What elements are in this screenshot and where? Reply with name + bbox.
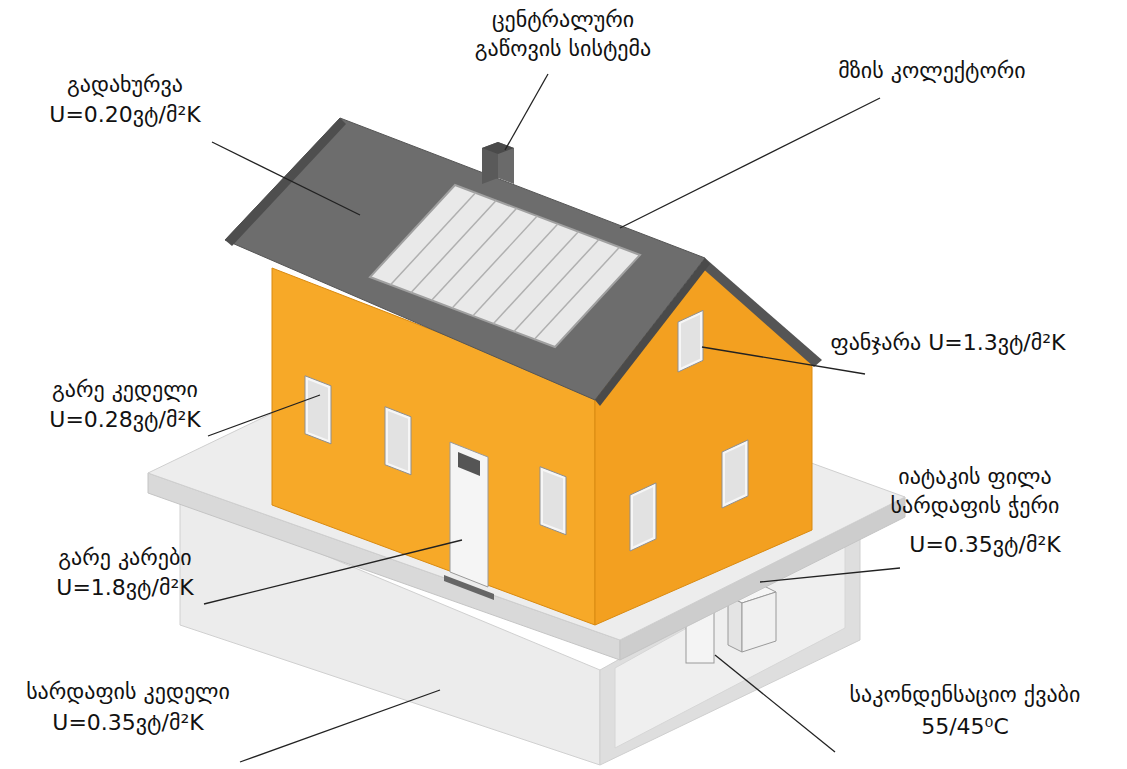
collector-stripe: [391, 193, 476, 285]
callout-label: გადახურვა: [67, 70, 183, 99]
leader-line: [715, 655, 835, 752]
callout-label: U=1.8ვტ/მ²K: [56, 573, 193, 602]
collector-stripe: [432, 208, 517, 300]
window: [385, 407, 411, 475]
collector-stripe: [452, 216, 537, 308]
collector-stripe: [473, 224, 558, 316]
window: [540, 467, 566, 535]
window-glass: [308, 380, 328, 440]
window: [630, 483, 656, 551]
callout-label: ცენტრალური გაწოვის სისტემა: [447, 5, 679, 63]
collector-stripe: [411, 201, 496, 293]
solar-collector: [370, 185, 640, 347]
door-window: [458, 452, 480, 476]
door: [450, 442, 488, 587]
roof-edge: [225, 118, 346, 246]
callout-label: U=0.35ვტ/მ²K: [909, 530, 1060, 559]
callout-label: U=0.20ვტ/მ²K: [49, 100, 200, 129]
window: [678, 310, 703, 372]
windows: [305, 310, 748, 551]
window-glass: [633, 487, 653, 546]
roof-edge: [700, 258, 822, 367]
collector-stripe: [514, 239, 599, 331]
leader-line: [208, 395, 320, 436]
leader-line: [760, 568, 900, 582]
window-glass: [543, 471, 563, 531]
window: [305, 376, 331, 444]
callout-label: საკონდენსაციო ქვაბი: [850, 680, 1081, 709]
window-glass: [725, 444, 745, 503]
door-step: [444, 575, 494, 600]
window-glass: [681, 315, 700, 368]
callout-label: მზის კოლექტორი: [838, 56, 1025, 85]
leader-line: [620, 98, 880, 228]
callout-label: იატაკის ფილა სარდაფის ჭერი: [855, 462, 1095, 520]
callout-label: სარდაფის კედელი: [26, 677, 230, 706]
window: [722, 440, 748, 508]
collector-stripes: [391, 193, 620, 339]
callout-label: 55/45⁰C: [921, 712, 1009, 741]
leader-line: [204, 540, 462, 604]
callout-label: გარე კარები: [58, 543, 191, 572]
leader-line: [505, 74, 548, 150]
callout-label: გარე კედელი: [52, 375, 198, 404]
leader-line: [240, 690, 440, 762]
collector-stripe: [493, 232, 578, 324]
window-glass: [388, 411, 408, 471]
callout-label: U=0.28ვტ/მ²K: [49, 405, 200, 434]
collector-stripe: [534, 247, 619, 339]
leader-lines: [204, 74, 900, 762]
boiler-front: [742, 592, 776, 652]
leader-line: [212, 142, 360, 215]
callout-label: ფანჯარა U=1.3ვტ/მ²K: [830, 328, 1065, 357]
callout-label: U=0.35ვტ/მ²K: [52, 708, 203, 737]
